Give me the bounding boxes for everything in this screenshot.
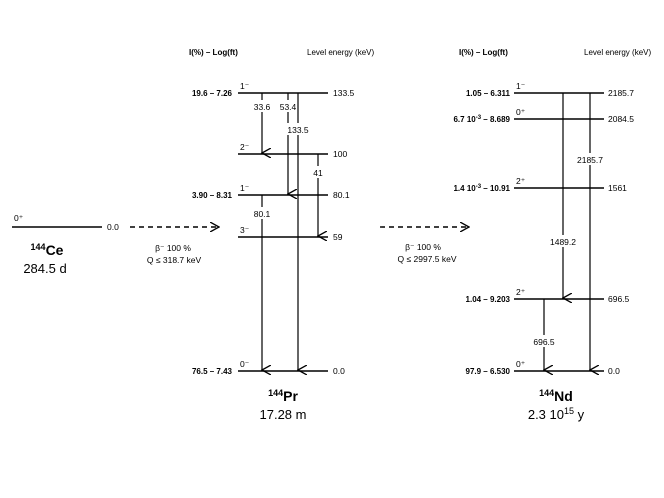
pr-label-bg-41: [311, 166, 325, 178]
nd-gamma-2185-7: 2185.7: [577, 155, 603, 165]
pr-spin-100: 2⁻: [240, 142, 250, 152]
ce-decay-q: Q ≤ 318.7 keV: [147, 255, 202, 265]
pr-gamma-41: 41: [313, 168, 323, 178]
pr-energy-133-5: 133.5: [333, 88, 355, 98]
nd-energy-696-5: 696.5: [608, 294, 630, 304]
nd-spin-696-5: 2⁺: [516, 287, 526, 297]
pr-energy-0: 0.0: [333, 366, 345, 376]
nd-feed-0: 97.9 – 6.530: [466, 367, 511, 376]
ce144-nuclide: 144Ce: [31, 242, 64, 258]
pr-energy-80-1: 80.1: [333, 190, 350, 200]
nd-spin-1561: 2⁺: [516, 176, 526, 186]
nd-feed-696-5: 1.04 – 9.203: [466, 295, 511, 304]
nd-spin-2084-5: 0⁺: [516, 107, 526, 117]
pr144-symbol: Pr: [283, 388, 298, 404]
pr-decay-mode: β⁻ 100 %: [405, 242, 441, 252]
nd144-halflife: 2.3 1015 y: [528, 406, 585, 422]
nd-feed-2185-7: 1.05 – 6.311: [466, 89, 511, 98]
pr-header-level-energy: Level energy (keV): [307, 48, 374, 57]
nd144-mass: 144: [539, 388, 554, 398]
nd-spin-0: 0⁺: [516, 359, 526, 369]
nd-label-bg-2185-7: [577, 153, 605, 165]
pr-feed-0: 76.5 – 7.43: [192, 367, 233, 376]
nd-label-bg-696-5: [531, 335, 557, 347]
pr-label-bg-133-5: [287, 123, 309, 135]
pr-decay-q: Q ≤ 2997.5 keV: [397, 254, 456, 264]
nd-feed-1561: 1.4 10-3 – 10.91: [453, 184, 510, 193]
nd-energy-2084-5: 2084.5: [608, 114, 634, 124]
pr-gamma-80-1: 80.1: [254, 209, 271, 219]
pr-spin-80-1: 1⁻: [240, 183, 250, 193]
pr144-nuclide: 144Pr: [268, 388, 298, 404]
ce144-halflife: 284.5 d: [23, 261, 66, 276]
ce144-mass: 144: [31, 242, 46, 252]
pr-label-bg-53-4: [279, 100, 297, 112]
nd-gamma-1489-2: 1489.2: [550, 237, 576, 247]
pr-spin-59: 3⁻: [240, 225, 250, 235]
pr-label-bg-33-6: [253, 100, 271, 112]
nd-gamma-696-5: 696.5: [533, 337, 555, 347]
ce144-energy: 0.0: [107, 222, 119, 232]
pr-gamma-133-5: 133.5: [287, 125, 309, 135]
ce144-spin: 0⁺: [14, 213, 24, 223]
nd-header-intensity-logft: I(%) – Log(ft): [459, 48, 508, 57]
pr-energy-100: 100: [333, 149, 347, 159]
nd-feed-2084-5: 6.7 10-3 – 8.689: [453, 115, 510, 124]
pr-spin-133-5: 1⁻: [240, 81, 250, 91]
nd-energy-1561: 1561: [608, 183, 627, 193]
nd-spin-2185-7: 1⁻: [516, 81, 526, 91]
pr-header-intensity-logft: I(%) – Log(ft): [189, 48, 238, 57]
pr-energy-59: 59: [333, 232, 343, 242]
pr-gamma-33-6: 33.6: [254, 102, 271, 112]
pr-feed-80-1: 3.90 – 8.31: [192, 191, 233, 200]
nd-energy-2185-7: 2185.7: [608, 88, 634, 98]
pr-gamma-53-4: 53.4: [280, 102, 297, 112]
nd-energy-0: 0.0: [608, 366, 620, 376]
nd-label-bg-1489-2: [549, 235, 577, 247]
pr-spin-0: 0⁻: [240, 359, 250, 369]
ce144-symbol: Ce: [46, 242, 64, 258]
pr144-halflife: 17.28 m: [260, 407, 307, 422]
pr144-mass: 144: [268, 388, 283, 398]
nd144-nuclide: 144Nd: [539, 388, 573, 404]
pr-label-bg-80-1: [252, 207, 272, 219]
nd144-symbol: Nd: [554, 388, 573, 404]
nd-header-level-energy: Level energy (keV): [584, 48, 651, 57]
pr-feed-133-5: 19.6 – 7.26: [192, 89, 233, 98]
ce-decay-mode: β⁻ 100 %: [155, 243, 191, 253]
